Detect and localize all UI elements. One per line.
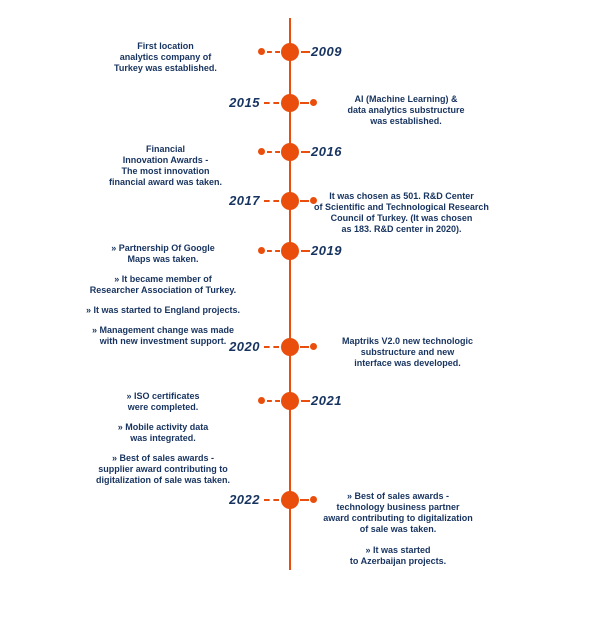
connector-dashes (264, 200, 279, 202)
connector-end-dot (258, 148, 265, 155)
event-description-list: » ISO certificates were completed. » Mob… (73, 391, 253, 486)
event-bullet-item: » Partnership Of Google Maps was taken. (111, 243, 215, 264)
event-description: It was chosen as 501. R&D Center of Scie… (314, 191, 489, 234)
timeline-node-dot (281, 192, 299, 210)
timeline-node-dot (281, 491, 299, 509)
connector-dashes (264, 346, 279, 348)
event-year: 2015 (229, 95, 260, 110)
timeline-node-dot (281, 94, 299, 112)
timeline-node-dot (281, 143, 299, 161)
connector-dashes (301, 250, 310, 252)
connector-dashes (301, 400, 310, 402)
connector-dashes (300, 346, 309, 348)
event-bullet-item: » Management change was made with new in… (91, 325, 235, 346)
connector-end-dot (310, 343, 317, 350)
connector-dashes (267, 400, 280, 402)
event-year: 2021 (311, 393, 342, 408)
event-bullet-item: » Mobile activity data was integrated. (117, 422, 209, 443)
event-bullet-item: » ISO certificates were completed. (126, 391, 200, 412)
connector-dashes (300, 102, 309, 104)
connector-dashes (267, 250, 280, 252)
connector-end-dot (258, 397, 265, 404)
event-description: First location analytics company of Turk… (114, 41, 217, 73)
timeline-node-dot (281, 242, 299, 260)
event-year: 2020 (229, 339, 260, 354)
connector-dashes (301, 51, 310, 53)
connector-dashes (264, 499, 279, 501)
event-year: 2009 (311, 44, 342, 59)
connector-end-dot (310, 99, 317, 106)
event-description-list: » Best of sales awards - technology busi… (302, 491, 494, 567)
timeline-node-dot (281, 338, 299, 356)
connector-end-dot (310, 197, 317, 204)
event-description: Maptriks V2.0 new technologic substructu… (341, 336, 474, 368)
timeline-node-dot (281, 43, 299, 61)
event-description: Financial Innovation Awards - The most i… (108, 144, 223, 187)
timeline-node-dot (281, 392, 299, 410)
event-bullet-item: » It became member of Researcher Associa… (89, 274, 237, 295)
event-bullet-item: » Best of sales awards - supplier award … (95, 453, 231, 485)
event-year: 2017 (229, 193, 260, 208)
connector-end-dot (258, 247, 265, 254)
connector-dashes (267, 151, 280, 153)
connector-dashes (264, 102, 279, 104)
timeline-axis-line (289, 18, 291, 570)
connector-dashes (301, 151, 310, 153)
connector-end-dot (258, 48, 265, 55)
connector-dashes (300, 200, 309, 202)
event-year: 2016 (311, 144, 342, 159)
connector-dashes (300, 499, 309, 501)
connector-dashes (267, 51, 280, 53)
event-description-list: » Partnership Of Google Maps was taken. … (73, 243, 253, 347)
event-description: AI (Machine Learning) & data analytics s… (347, 94, 465, 126)
event-bullet-item: » Best of sales awards - technology busi… (323, 491, 473, 534)
event-bullet-item: » It was started to England projects. (85, 305, 241, 315)
event-year: 2022 (229, 492, 260, 507)
event-bullet-item: » It was started to Azerbaijan projects. (349, 545, 447, 566)
connector-end-dot (310, 496, 317, 503)
event-year: 2019 (311, 243, 342, 258)
